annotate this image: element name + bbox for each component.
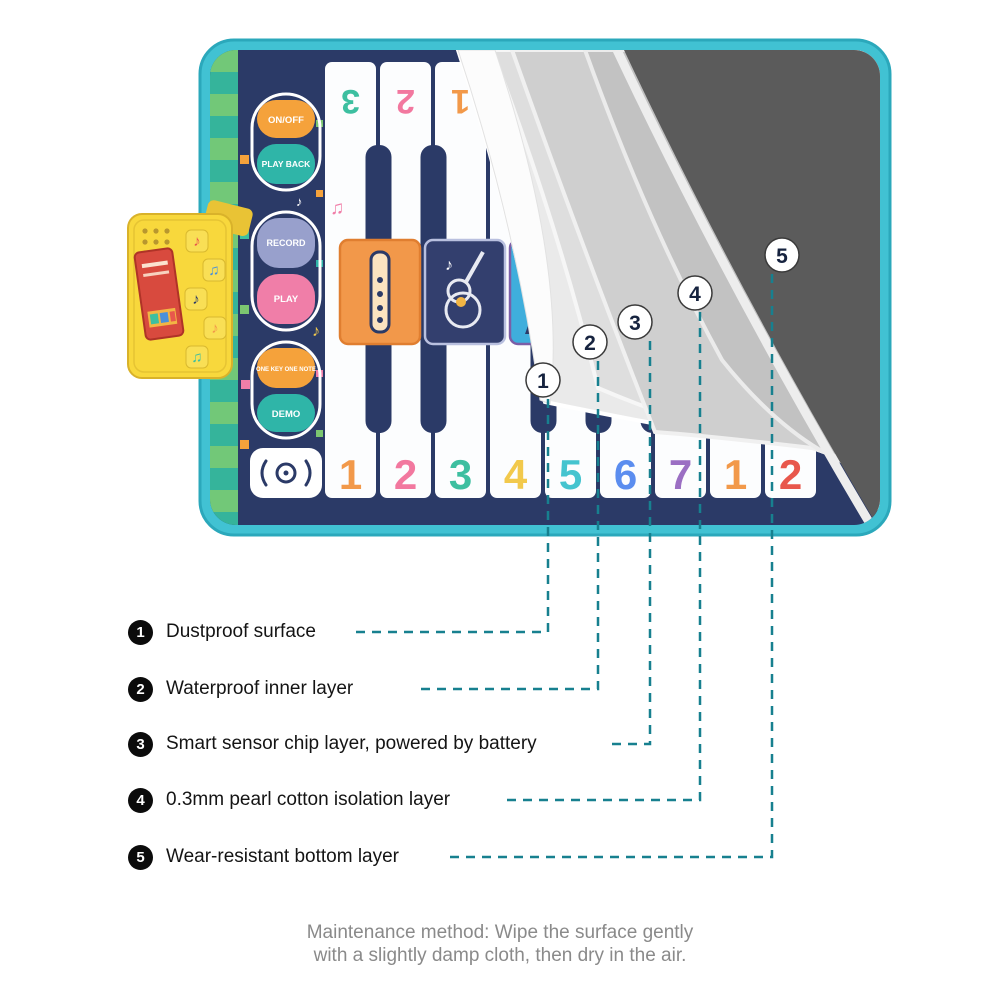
layer-5-rim xyxy=(612,50,876,525)
maintenance-note: Maintenance method: Wipe the surface gen… xyxy=(0,921,1000,967)
bottom-layer-surface xyxy=(624,50,880,525)
record-label: RECORD xyxy=(266,238,306,248)
svg-text:2: 2 xyxy=(584,332,596,355)
callout-circle-1: 1 xyxy=(525,362,561,398)
connector-line-4 xyxy=(505,312,702,802)
play-mat: 3 2 1 xyxy=(198,38,892,537)
record-button xyxy=(257,218,315,268)
key-number: 2 xyxy=(394,451,417,498)
key-number: 2 xyxy=(779,451,802,498)
music-note-icon: ♪ xyxy=(192,291,200,308)
music-note-icon: ♪ xyxy=(193,233,201,250)
legend-badge-1: 1 xyxy=(128,619,153,645)
key-number: 4 xyxy=(504,451,528,498)
legend-badge-2: 2 xyxy=(128,676,153,702)
control-panel: ON/OFF PLAY BACK RECORD PLAY ONE KEY ONE… xyxy=(250,92,322,440)
legend-label-1: Dustproof surface xyxy=(166,621,316,642)
legend-item-4: 4 0.3mm pearl cotton isolation layer xyxy=(128,787,450,813)
legend-badge-5: 5 xyxy=(128,844,153,870)
sound-module-device: ♪ ♫ ♪ ♪ ♫ xyxy=(127,200,253,379)
peel-layers xyxy=(455,50,880,525)
maintenance-line-2: with a slightly damp cloth, then dry in … xyxy=(313,945,687,966)
legend-label-5: Wear-resistant bottom layer xyxy=(166,846,400,867)
on-off-button xyxy=(257,100,315,138)
key-numbers: 1 2 3 4 5 6 7 1 2 xyxy=(339,451,802,498)
speaker-tile xyxy=(250,448,322,498)
key-number: 1 xyxy=(339,451,362,498)
on-off-label: ON/OFF xyxy=(268,115,304,126)
connector-line-1 xyxy=(350,399,550,634)
legend-label-3: Smart sensor chip layer, powered by batt… xyxy=(166,733,537,754)
callout-circle-2: 2 xyxy=(572,324,608,360)
callout-circle-5: 5 xyxy=(764,237,800,273)
svg-text:4: 4 xyxy=(689,283,701,306)
demo-button xyxy=(257,394,315,432)
play-label: PLAY xyxy=(274,294,299,305)
legend-badge-3: 3 xyxy=(128,731,153,757)
key-number: 5 xyxy=(559,451,582,498)
top-key-numbers: 3 2 1 xyxy=(341,82,470,120)
layer-1-curl xyxy=(457,50,554,405)
music-note-icon: ♪ xyxy=(312,323,320,340)
music-note-icon: ♪ xyxy=(445,257,453,274)
svg-text:3: 3 xyxy=(629,312,641,335)
legend-item-1: 1 Dustproof surface xyxy=(128,619,316,645)
svg-text:5: 5 xyxy=(776,245,788,268)
one-key-one-note-label: ONE KEY ONE NOTE xyxy=(256,367,316,373)
note-buttons: ♪ ♫ ♪ ♪ ♫ xyxy=(184,229,227,369)
play-back-label: PLAY BACK xyxy=(262,159,312,169)
connector-line-2 xyxy=(420,361,600,691)
brand-label xyxy=(133,247,185,341)
svg-text:1: 1 xyxy=(537,370,549,393)
top-key-number: 2 xyxy=(396,82,415,120)
legend-item-3: 3 Smart sensor chip layer, powered by ba… xyxy=(128,731,537,757)
speaker-icon xyxy=(260,459,312,487)
recorder-tile xyxy=(338,238,422,346)
callout-circle-4: 4 xyxy=(677,275,713,311)
legend-item-2: 2 Waterproof inner layer xyxy=(128,676,353,702)
music-note-icon: ♫ xyxy=(191,349,202,366)
key-number: 6 xyxy=(614,451,637,498)
callout-circle-3: 3 xyxy=(617,304,653,340)
connector-line-5 xyxy=(450,274,774,859)
legend-label-2: Waterproof inner layer xyxy=(166,678,354,699)
music-note-icon: ♪ xyxy=(296,194,303,209)
key-number: 7 xyxy=(669,451,692,498)
play-button xyxy=(257,274,315,324)
guitar-icon xyxy=(444,251,485,329)
guitar-tile: ♪ xyxy=(423,238,507,346)
legend-badge-4: 4 xyxy=(128,787,153,813)
one-key-one-note-button xyxy=(257,348,315,388)
connector-lines xyxy=(350,274,774,859)
top-key-number: 1 xyxy=(451,82,470,120)
connector-line-3 xyxy=(605,341,652,746)
maintenance-line-1: Maintenance method: Wipe the surface gen… xyxy=(306,922,694,943)
key-number: 3 xyxy=(449,451,472,498)
legend-label-4: 0.3mm pearl cotton isolation layer xyxy=(166,789,451,810)
key-number: 1 xyxy=(724,451,747,498)
music-note-icon: ♫ xyxy=(330,198,344,219)
music-note-icon: ♫ xyxy=(208,262,219,279)
layer-callouts: 1 2 3 4 5 xyxy=(525,237,800,398)
legend-item-5: 5 Wear-resistant bottom layer xyxy=(128,844,399,870)
top-key-number: 3 xyxy=(341,82,360,120)
demo-label: DEMO xyxy=(272,409,301,420)
play-back-button xyxy=(257,144,315,184)
music-note-icon: ♪ xyxy=(211,320,219,337)
